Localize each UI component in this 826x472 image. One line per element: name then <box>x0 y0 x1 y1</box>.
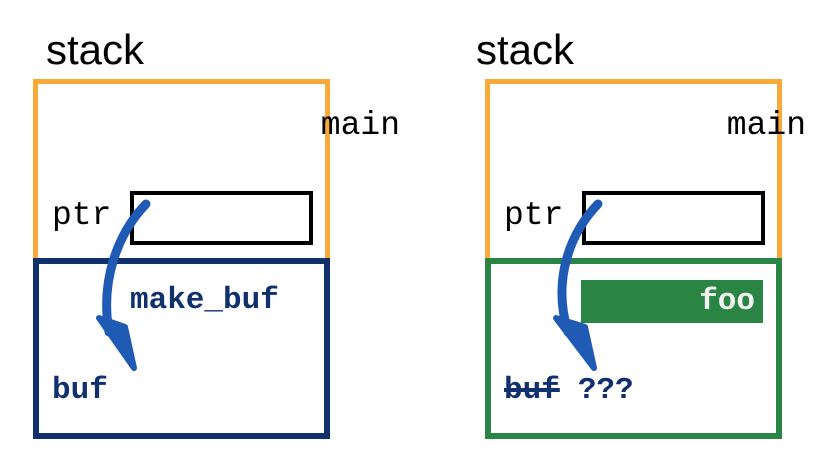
buf-variable-label-right: buf <box>504 373 560 408</box>
make-buf-frame-label-left: make_buf <box>130 283 279 318</box>
ptr-value-box-right <box>582 191 765 245</box>
unknown-value-label-right: ??? <box>577 373 634 408</box>
ptr-variable-label-left: ptr <box>52 197 112 234</box>
ptr-variable-label-right: ptr <box>504 197 564 234</box>
buf-variable-row-right: buf ??? <box>504 374 634 408</box>
main-frame-label-left: main <box>320 107 400 144</box>
stack-title-left: stack <box>45 26 145 73</box>
foo-frame-label-right: foo <box>699 283 755 319</box>
callee-frame-box-left <box>33 258 330 439</box>
stack-diagram-panel-right: stack main ptr foo buf ??? <box>420 0 826 472</box>
stack-title-right: stack <box>475 26 575 73</box>
main-frame-label-right: main <box>726 107 806 144</box>
stack-diagram-panel-left: stack main ptr make_buf buf <box>33 26 400 439</box>
buf-variable-label-left: buf <box>52 373 108 408</box>
ptr-value-box-left <box>130 191 313 245</box>
foo-allocation-box-right: foo <box>581 280 763 323</box>
